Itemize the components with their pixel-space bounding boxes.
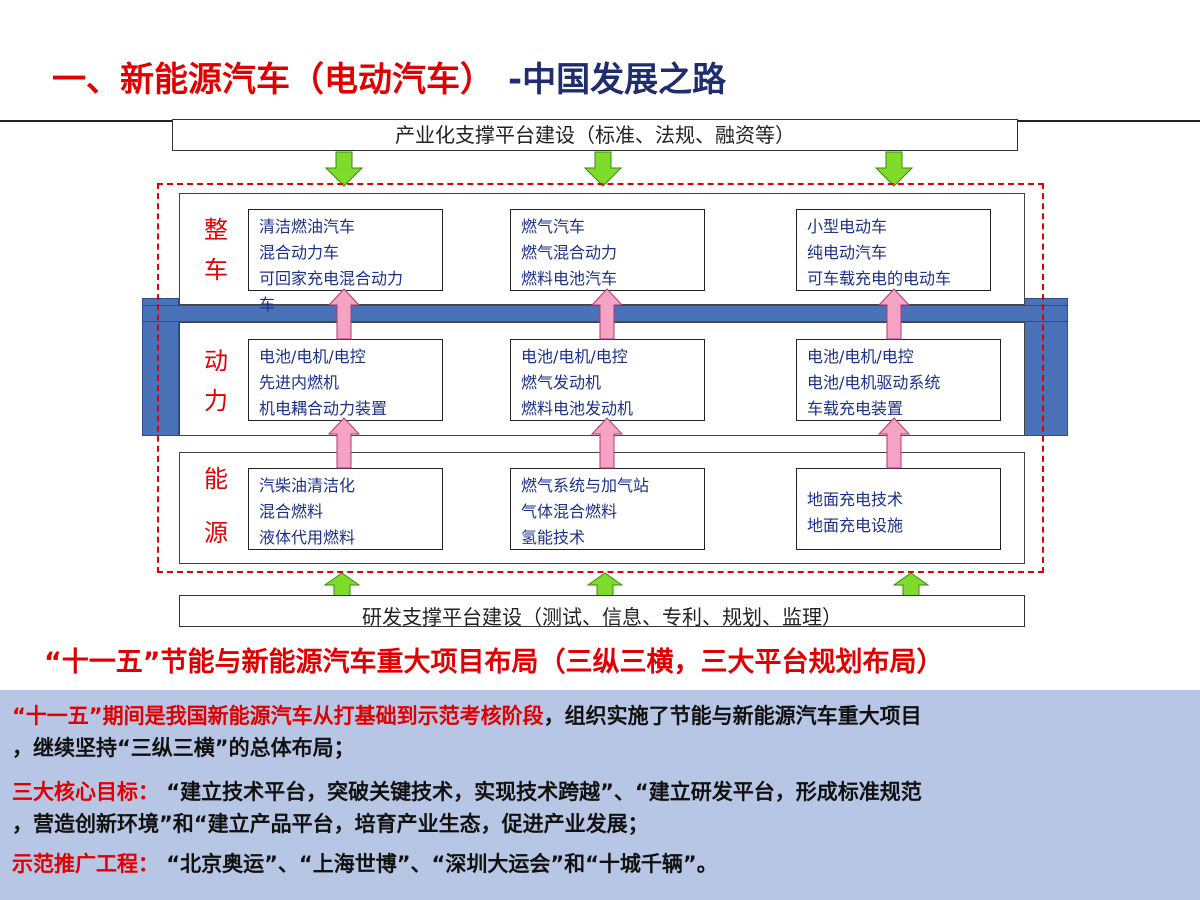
- top-platform-box: 产业化支撑平台建设（标准、法规、融资等）: [172, 119, 1018, 151]
- cell-line: 汽柴油清洁化: [259, 476, 356, 495]
- vehicle-cell-gas: 燃气汽车 燃气混合动力 燃料电池汽车: [510, 209, 705, 291]
- cell-line: 混合动力车: [259, 243, 340, 262]
- energy-cell-conventional: 汽柴油清洁化 混合燃料 液体代用燃料: [248, 468, 443, 550]
- core-framework-frame: [157, 183, 1044, 573]
- note-demo-text: “北京奥运”、“上海世博”、“深圳大运会”和“十城千辆”。: [159, 852, 718, 876]
- page-title: 一、新能源汽车（电动汽车）-中国发展之路: [52, 52, 726, 101]
- cell-line: 燃气系统与加气站: [521, 476, 650, 495]
- cell-line: 清洁燃油汽车: [259, 217, 356, 236]
- power-cell-electric: 电池/电机/电控 电池/电机驱动系统 车载充电装置: [796, 339, 1001, 421]
- bottom-platform-box: 研发支撑平台建设（测试、信息、专利、规划、监理）: [179, 595, 1025, 627]
- note-demo-highlight: 示范推广工程：: [12, 852, 159, 876]
- note-phase-line2: ，继续坚持“三纵三横”的总体布局；: [12, 736, 355, 760]
- note-goals-highlight: 三大核心目标：: [12, 780, 159, 804]
- energy-label-char-2: 源: [204, 519, 228, 547]
- vehicle-label-char-1: 整: [204, 216, 228, 244]
- pink-up-arrow-power-1: [327, 417, 361, 469]
- power-row-label: 动 力: [196, 341, 236, 421]
- cell-line: 燃气汽车: [521, 217, 586, 236]
- notes-panel: “十一五”期间是我国新能源汽车从打基础到示范考核阶段，组织实施了节能与新能源汽车…: [0, 690, 1200, 900]
- power-label-char-1: 动: [204, 347, 228, 375]
- cell-line: 小型电动车: [807, 217, 888, 236]
- cell-line: 燃气混合动力: [521, 243, 618, 262]
- cell-line: 燃料电池汽车: [521, 269, 618, 288]
- title-sub: 中国发展之路: [522, 60, 727, 100]
- cell-line: 氢能技术: [521, 528, 586, 547]
- cell-line: 液体代用燃料: [259, 528, 356, 547]
- title-separator: -: [508, 60, 523, 100]
- pink-up-arrow-vehicle-3: [877, 288, 911, 340]
- note-phase: “十一五”期间是我国新能源汽车从打基础到示范考核阶段，组织实施了节能与新能源汽车…: [12, 700, 922, 764]
- cell-line: 电池/电机驱动系统: [807, 373, 941, 392]
- title-main: 一、新能源汽车（电动汽车）: [52, 60, 494, 100]
- green-up-arrow-3: [892, 572, 930, 598]
- cell-line: 燃气发动机: [521, 373, 602, 392]
- green-down-arrow-3: [874, 151, 914, 187]
- pink-up-arrow-vehicle-2: [590, 288, 624, 340]
- power-label-char-2: 力: [204, 387, 228, 415]
- green-up-arrow-2: [586, 572, 624, 598]
- cell-line: 气体混合燃料: [521, 502, 618, 521]
- bottom-platform-label: 研发支撑平台建设（测试、信息、专利、规划、监理）: [362, 605, 842, 627]
- cell-line: 电池/电机/电控: [259, 347, 366, 366]
- cell-line: 地面充电设施: [807, 516, 904, 535]
- pink-up-arrow-power-2: [590, 417, 624, 469]
- vehicle-row-label: 整 车: [196, 210, 236, 290]
- layout-subtitle: “十一五”节能与新能源汽车重大项目布局（三纵三横，三大平台规划布局）: [44, 647, 944, 678]
- cell-line: 先进内燃机: [259, 373, 340, 392]
- power-cell-gas: 电池/电机/电控 燃气发动机 燃料电池发动机: [510, 339, 705, 421]
- note-phase-highlight: “十一五”期间是我国新能源汽车从打基础到示范考核阶段: [12, 704, 544, 728]
- pink-up-arrow-power-3: [877, 417, 911, 469]
- cell-line: 地面充电技术: [807, 490, 904, 509]
- energy-label-char-1: 能: [204, 465, 228, 493]
- green-down-arrow-2: [583, 151, 623, 187]
- cell-line: 车: [259, 295, 276, 314]
- vehicle-cell-electric: 小型电动车 纯电动汽车 可车载充电的电动车: [796, 209, 991, 291]
- cell-line: 可回家充电混合动力: [259, 269, 404, 288]
- pink-up-arrow-vehicle-1: [327, 288, 361, 340]
- note-demo: 示范推广工程： “北京奥运”、“上海世博”、“深圳大运会”和“十城千辆”。: [12, 848, 718, 880]
- cell-line: 机电耦合动力装置: [259, 399, 388, 418]
- note-goals-line2: ，营造创新环境”和“建立产品平台，培育产业生态，促进产业发展；: [12, 812, 649, 836]
- cell-line: 可车载充电的电动车: [807, 269, 952, 288]
- cell-line: 电池/电机/电控: [521, 347, 628, 366]
- cell-line: 车载充电装置: [807, 399, 904, 418]
- energy-row-label: 能 源: [196, 466, 236, 547]
- note-goals-text: “建立技术平台，突破关键技术，实现技术跨越”、“建立研发平台，形成标准规范: [159, 780, 922, 804]
- note-phase-text: ，组织实施了节能与新能源汽车重大项目: [543, 704, 922, 728]
- vehicle-label-char-2: 车: [204, 256, 228, 284]
- cell-line: 燃料电池发动机: [521, 399, 634, 418]
- green-up-arrow-1: [323, 572, 361, 598]
- power-cell-conventional: 电池/电机/电控 先进内燃机 机电耦合动力装置: [248, 339, 443, 421]
- note-goals: 三大核心目标： “建立技术平台，突破关键技术，实现技术跨越”、“建立研发平台，形…: [12, 776, 922, 840]
- cell-line: 电池/电机/电控: [807, 347, 914, 366]
- energy-cell-electric: 地面充电技术 地面充电设施: [796, 468, 1001, 550]
- energy-cell-gas: 燃气系统与加气站 气体混合燃料 氢能技术: [510, 468, 705, 550]
- green-down-arrow-1: [324, 151, 364, 187]
- cell-line: 混合燃料: [259, 502, 324, 521]
- top-platform-label: 产业化支撑平台建设（标准、法规、融资等）: [395, 123, 795, 147]
- cell-line: 纯电动汽车: [807, 243, 888, 262]
- vehicle-cell-conventional: 清洁燃油汽车 混合动力车 可回家充电混合动力 车: [248, 209, 443, 314]
